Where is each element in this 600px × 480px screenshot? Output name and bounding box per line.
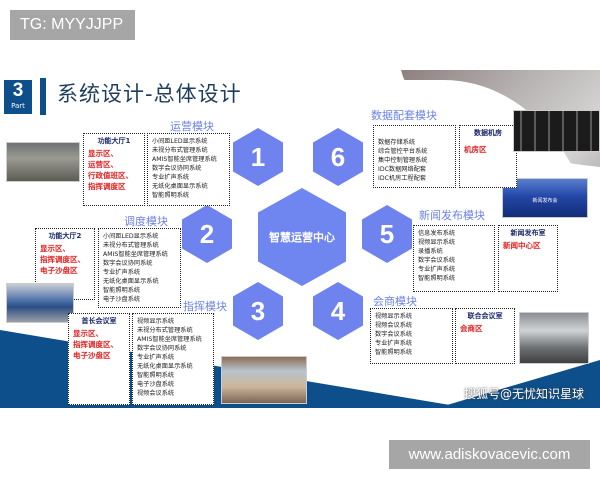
system-item: AMIS智能坐席管理系统: [103, 251, 168, 258]
chief-meeting-room-box: 首长会议室 显示区、 指挥调度区、 电子沙盘区: [68, 313, 130, 405]
hall-title: 首长会议室: [81, 317, 117, 325]
hex-6: 6: [313, 128, 363, 186]
system-item: 数字会议协同系统: [137, 345, 187, 352]
system-item: 信息发布系统: [418, 230, 456, 237]
center-hex: 智慧运营中心: [258, 188, 346, 286]
system-item: 智能照明系统: [137, 372, 175, 379]
system-item: 视频会议系统: [137, 390, 175, 397]
zone-label: 新闻中心区: [503, 241, 541, 250]
hall1-photo: [6, 142, 80, 182]
system-item: 无纸化桌面显示系统: [137, 363, 193, 370]
zone-label: 电子沙盘区: [73, 351, 111, 360]
zone-label: 机房区: [464, 145, 487, 154]
system-item: AMIS智能坐席管理系统: [137, 336, 202, 343]
zone-label: 运营区、: [88, 160, 118, 169]
system-item: 视频会议系统: [375, 322, 413, 329]
system-item: 小间距LED显示系统: [152, 138, 208, 145]
part-number: 3: [12, 80, 24, 101]
press-photo-caption: 新闻发布会: [532, 198, 558, 204]
zone-label: 行政值班区、: [88, 171, 133, 180]
zone-label: 指挥调度区: [88, 182, 126, 191]
zone-label: 指挥调度区、: [40, 255, 85, 264]
data-center-photo: [513, 110, 600, 152]
data-systems-box: 数据存储系统 综合管控平台系统 集中控制管理系统 IDC数据网络配套 IDC机房…: [373, 125, 456, 188]
module-title-dispatch: 调度模块: [124, 215, 168, 228]
press-systems-box: 信息发布系统 视频显示系统 录播系统 数字会议系统 专业扩声系统 智能照明系统: [413, 225, 495, 292]
system-item: 视频显示系统: [418, 239, 456, 246]
system-item: 未视分布式管理系统: [137, 327, 193, 334]
system-item: 专业扩声系统: [375, 340, 413, 347]
system-item: 数字会议协同系统: [103, 260, 153, 267]
watermark-bottom: www.adiskovacevic.com: [389, 440, 590, 469]
command-systems-box: 视频显示系统 未视分布式管理系统 AMIS智能坐席管理系统 数字会议协同系统 专…: [132, 313, 214, 405]
system-item: 数字会议系统: [418, 257, 456, 264]
system-item: 未视分布式管理系统: [152, 147, 208, 154]
part-label: Part: [11, 102, 25, 110]
system-item: 综合管控平台系统: [378, 148, 428, 155]
hex-3: 3: [233, 282, 283, 340]
hex-4: 4: [313, 282, 363, 340]
system-item: 数据存储系统: [378, 139, 416, 146]
data-center-room-box: 数据机房 机房区: [459, 125, 517, 188]
system-item: 视频显示系统: [375, 313, 413, 320]
system-item: 专业扩声系统: [137, 354, 175, 361]
hall-title: 功能大厅2: [48, 232, 82, 240]
system-item: 无纸化桌面显示系统: [152, 183, 208, 190]
part-badge: 3 Part: [4, 80, 32, 114]
slide: 搜狐号@无忧知识星球 3 Part 系统设计-总体设计 1 6 2 智慧运营中心…: [0, 70, 600, 408]
system-item: IDC机房工程配套: [378, 175, 427, 182]
zone-label: 显示区、: [40, 244, 70, 253]
zone-label: 指挥调度区、: [73, 340, 118, 349]
system-item: 电子沙盘系统: [137, 381, 175, 388]
system-item: IDC数据网络配套: [378, 166, 427, 173]
title-accent-bar: [40, 78, 46, 115]
system-item: 智能照明系统: [103, 287, 141, 294]
system-item: 智能照明系统: [375, 349, 413, 356]
system-item: 视频显示系统: [137, 318, 175, 325]
hex-1: 1: [233, 128, 283, 186]
system-item: 未视分布式管理系统: [103, 242, 159, 249]
hex-5: 5: [362, 205, 412, 263]
zone-label: 显示区、: [88, 149, 118, 158]
joint-meeting-room-photo: [519, 312, 589, 364]
system-item: 无纸化桌面显示系统: [103, 278, 159, 285]
system-item: 集中控制管理系统: [378, 157, 428, 164]
module-title-data: 数据配套模块: [371, 109, 437, 122]
system-item: 专业扩声系统: [418, 266, 456, 273]
watermark-top: TG: MYYJJPP: [10, 10, 135, 40]
module-title-press: 新闻发布模块: [419, 209, 485, 222]
module-title-operations: 运营模块: [170, 120, 214, 133]
system-item: 数字会议协同系统: [152, 165, 202, 172]
system-item: AMIS智能坐席管理系统: [152, 156, 217, 163]
system-item: 小间距LED显示系统: [103, 233, 159, 240]
press-room-box: 新闻发布室 新闻中心区: [498, 225, 558, 292]
hall1-box: 功能大厅1 显示区、 运营区、 行政值班区、 指挥调度区: [83, 133, 145, 206]
system-item: 专业扩声系统: [103, 269, 141, 276]
hall-title: 新闻发布室: [510, 229, 546, 237]
system-item: 电子沙盘系统: [103, 296, 141, 303]
page-title: 系统设计-总体设计: [57, 82, 242, 106]
zone-label: 电子沙盘区: [40, 266, 78, 275]
dispatch-systems-box: 小间距LED显示系统 未视分布式管理系统 AMIS智能坐席管理系统 数字会议协同…: [98, 228, 181, 308]
operations-systems-box: 小间距LED显示系统 未视分布式管理系统 AMIS智能坐席管理系统 数字会议协同…: [147, 133, 230, 206]
hall-title: 联合会议室: [467, 312, 503, 320]
system-item: 智能照明系统: [152, 192, 190, 199]
credit-text: 搜狐号@无忧知识星球: [464, 387, 585, 401]
conference-systems-box: 视频显示系统 视频会议系统 数字会议系统 专业扩声系统 智能照明系统: [370, 308, 453, 364]
hall2-photo: [6, 283, 74, 323]
system-item: 数字会议系统: [375, 331, 413, 338]
joint-meeting-room-box: 联合会议室 会商区: [455, 308, 515, 364]
system-item: 录播系统: [418, 248, 443, 255]
zone-label: 显示区、: [73, 329, 103, 338]
system-item: 专业扩声系统: [152, 174, 190, 181]
module-title-conference: 会商模块: [373, 295, 417, 308]
hall-title: 功能大厅1: [97, 137, 131, 145]
system-item: 智能照明系统: [418, 275, 456, 282]
chief-meeting-room-photo: [221, 356, 307, 404]
zone-label: 会商区: [460, 324, 483, 333]
hall-title: 数据机房: [474, 129, 502, 137]
hex-2: 2: [182, 205, 232, 263]
module-title-command: 指挥模块: [183, 300, 227, 313]
